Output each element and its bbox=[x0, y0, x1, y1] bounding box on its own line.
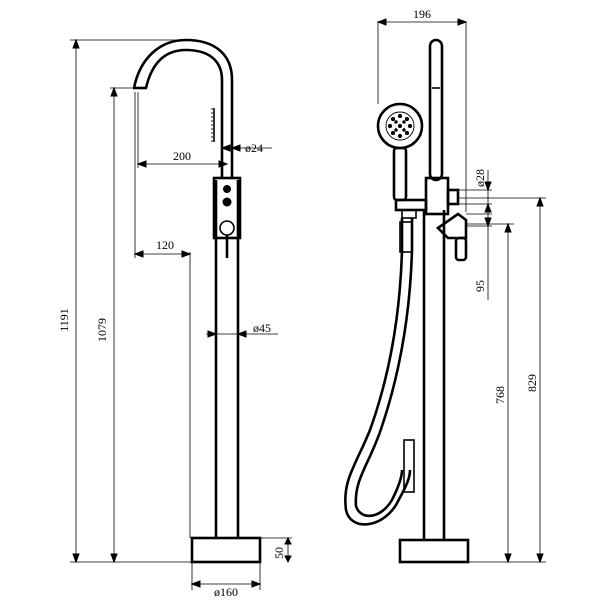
label-spout-height: 1079 bbox=[95, 318, 109, 342]
label-second-reach: 120 bbox=[156, 238, 174, 252]
label-base-diameter: ø160 bbox=[214, 585, 238, 599]
side-lever bbox=[435, 212, 468, 240]
side-base bbox=[398, 538, 470, 564]
label-handle-offset: 95 bbox=[473, 280, 487, 292]
side-handle-knob bbox=[446, 188, 460, 206]
label-spout-reach: 200 bbox=[173, 149, 191, 163]
side-lever-handle bbox=[454, 236, 468, 262]
label-spout-diameter: ø24 bbox=[245, 141, 263, 155]
label-outlet-height: 829 bbox=[525, 374, 539, 392]
side-handshower-handle bbox=[392, 146, 408, 202]
side-hose-inner bbox=[354, 218, 414, 518]
side-valve-body bbox=[424, 176, 450, 216]
front-valve-knob-center bbox=[222, 197, 232, 207]
side-hose-outer bbox=[344, 218, 412, 526]
side-holder bbox=[394, 198, 428, 212]
label-top-width: 196 bbox=[413, 7, 431, 21]
label-body-diameter: ø45 bbox=[253, 321, 271, 335]
label-lever-height: 768 bbox=[493, 386, 507, 404]
front-dimensions: 1191 1079 200 ø24 120 ø45 bbox=[57, 38, 292, 599]
front-base bbox=[190, 536, 262, 564]
side-dimensions: 196 ø28 95 768 829 bbox=[376, 7, 546, 564]
front-valve-knob bbox=[219, 220, 235, 236]
side-view bbox=[344, 38, 470, 564]
side-handshower-holes bbox=[387, 113, 413, 139]
front-view bbox=[132, 38, 262, 564]
label-total-height: 1191 bbox=[57, 308, 71, 332]
label-base-height: 50 bbox=[272, 547, 286, 559]
side-hose-connector bbox=[399, 221, 413, 253]
side-riser bbox=[428, 38, 444, 182]
front-spout-inner bbox=[144, 48, 224, 89]
label-handle-diameter: ø28 bbox=[473, 169, 487, 187]
front-valve-dot-top bbox=[223, 185, 231, 193]
